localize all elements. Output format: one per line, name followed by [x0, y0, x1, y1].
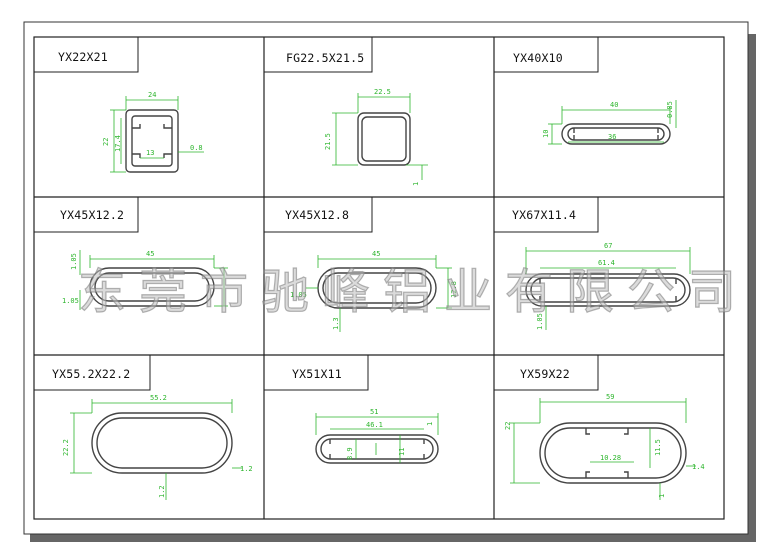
- profile-outer: [315, 434, 439, 464]
- dim-label: 21.5: [324, 133, 332, 150]
- profile-clips: [329, 439, 425, 459]
- drawing-yx45x12.8: [306, 255, 452, 332]
- dim-label: 1.05: [70, 253, 78, 270]
- dim-label: 1.2: [158, 485, 166, 498]
- profile-title-yx40x10: YX40X10: [513, 51, 563, 65]
- dim-label: 45: [372, 250, 380, 258]
- dim-label: 1: [412, 182, 420, 186]
- grid-frame: [33, 36, 725, 520]
- dim-label: 55.2: [150, 394, 167, 402]
- dim-label: 1: [426, 422, 434, 426]
- title-tab-6: [494, 197, 599, 233]
- profile-outer: [539, 422, 687, 484]
- dim-label: 17.4: [114, 135, 122, 152]
- dim-label: 11.5: [654, 439, 662, 456]
- dim-label: 67: [604, 242, 612, 250]
- dim-label: 1.3: [332, 317, 340, 330]
- profile-outer: [561, 123, 671, 145]
- dim-label: 22: [504, 422, 512, 430]
- dim-label: 51: [370, 408, 378, 416]
- dim-label: 10: [542, 130, 550, 138]
- profile-clips: [585, 428, 629, 478]
- dim-label: 46.1: [366, 421, 383, 429]
- dim-label: 22.2: [62, 439, 70, 456]
- dim-label: 59: [606, 393, 614, 401]
- drawing-yx59x22: [510, 398, 696, 500]
- profile-outer: [357, 112, 411, 166]
- profile-title-yx22x21: YX22X21: [58, 50, 108, 64]
- profile-outer: [525, 273, 691, 307]
- profile-clips: [573, 128, 659, 140]
- profile-clips: [539, 278, 677, 302]
- profile-outer: [125, 109, 179, 173]
- title-tab-8: [264, 355, 369, 391]
- profile-outer: [89, 267, 215, 307]
- dim-label: 1: [658, 494, 666, 498]
- dim-label: 12.8: [450, 281, 458, 298]
- profile-title-fg22.5x21.5: FG22.5X21.5: [286, 51, 365, 65]
- dim-label: 8.9: [346, 447, 354, 460]
- profile-inner: [320, 438, 434, 460]
- title-tab-2: [264, 37, 373, 73]
- profile-inner: [567, 127, 665, 141]
- profile-inner: [94, 272, 210, 302]
- drawing-yx22x21: [110, 96, 204, 173]
- profile-inner: [361, 116, 407, 162]
- profile-inner: [96, 417, 228, 469]
- dim-label: 11: [398, 448, 406, 456]
- title-tab-4: [34, 197, 139, 233]
- dim-label: 1.05: [536, 313, 544, 330]
- dim-label: 1.4: [692, 463, 705, 471]
- dim-label: 10.28: [600, 454, 621, 462]
- profile-title-yx67x11.4: YX67X11.4: [512, 208, 577, 222]
- profile-title-yx51x11: YX51X11: [292, 367, 342, 381]
- dim-label: 61.4: [598, 259, 615, 267]
- profile-title-yx45x12.2: YX45X12.2: [60, 208, 125, 222]
- dim-label: 1.05: [290, 291, 307, 299]
- dim-label: 24: [148, 91, 156, 99]
- dim-label: 0.85: [666, 101, 674, 118]
- drawing-yx67x11.4: [525, 247, 691, 330]
- title-tab-3: [494, 37, 599, 73]
- dim-label: 22: [102, 138, 110, 146]
- title-tab-5: [264, 197, 373, 233]
- title-tab-7: [34, 355, 151, 391]
- drawing-yx40x10: [548, 100, 677, 145]
- profile-clips: [132, 124, 172, 158]
- dim-label: 13: [146, 149, 154, 157]
- title-tab-1: [34, 37, 139, 73]
- dim-label: 45: [146, 250, 154, 258]
- drawing-yx45x12.2: [79, 250, 228, 310]
- profile-outer: [91, 412, 233, 474]
- profile-title-yx59x22: YX59X22: [520, 367, 570, 381]
- drawing-yx55.2x22.2: [70, 399, 242, 500]
- dim-label: 1.2: [240, 465, 253, 473]
- dim-label: 36: [608, 133, 616, 141]
- drawing-fg22.5x21.5: [332, 93, 428, 180]
- profile-inner: [530, 277, 686, 303]
- drawing-yx51x11: [315, 413, 439, 464]
- dim-label: 40: [610, 101, 618, 109]
- profile-inner: [544, 427, 682, 479]
- dim-label: 22.5: [374, 88, 391, 96]
- profile-title-yx55.2x22.2: YX55.2X22.2: [52, 367, 131, 381]
- dim-label: 1.05: [62, 297, 79, 305]
- dim-label: 0.8: [190, 144, 203, 152]
- title-tab-9: [494, 355, 599, 391]
- profile-inner: [131, 115, 173, 167]
- title-tabs: [34, 37, 599, 391]
- profile-title-yx45x12.8: YX45X12.8: [285, 208, 350, 222]
- profile-inner: [322, 272, 432, 304]
